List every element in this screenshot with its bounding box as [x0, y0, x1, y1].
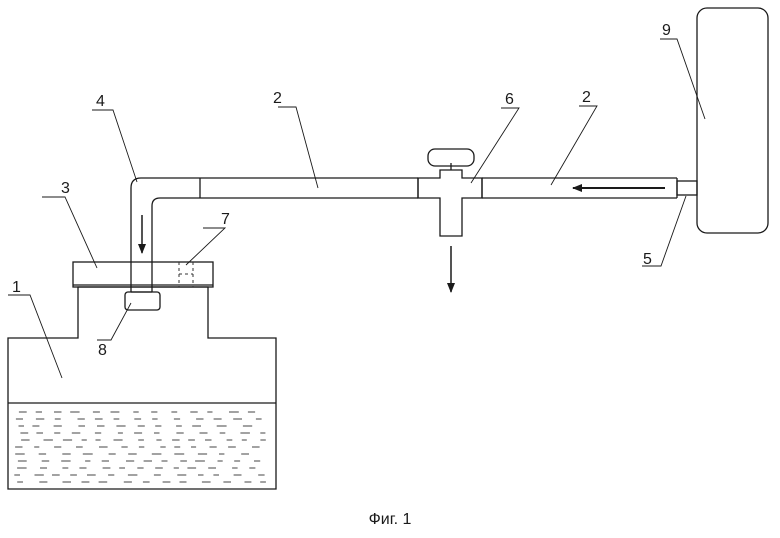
wheel: [697, 8, 768, 233]
label-pipe-right: 2: [582, 89, 591, 106]
valve: [418, 170, 482, 236]
liquid-hatching: [14, 412, 266, 482]
figure-caption: Фиг. 1: [0, 511, 780, 529]
vent-hole: [179, 262, 193, 287]
label-pipe-left: 2: [273, 90, 282, 107]
valve-handle: [428, 149, 474, 170]
label-filter: 8: [98, 342, 107, 359]
nozzle: [677, 181, 697, 195]
label-elbow: 4: [96, 93, 105, 110]
tank: [8, 287, 276, 489]
label-wheel: 9: [662, 22, 671, 39]
label-flange: 3: [61, 180, 70, 197]
pipe-left: [200, 178, 418, 198]
label-nozzle: 5: [643, 251, 652, 268]
label-tank: 1: [12, 279, 21, 296]
filter: [125, 292, 160, 310]
label-valve: 6: [505, 91, 514, 108]
label-vent: 7: [221, 211, 230, 228]
